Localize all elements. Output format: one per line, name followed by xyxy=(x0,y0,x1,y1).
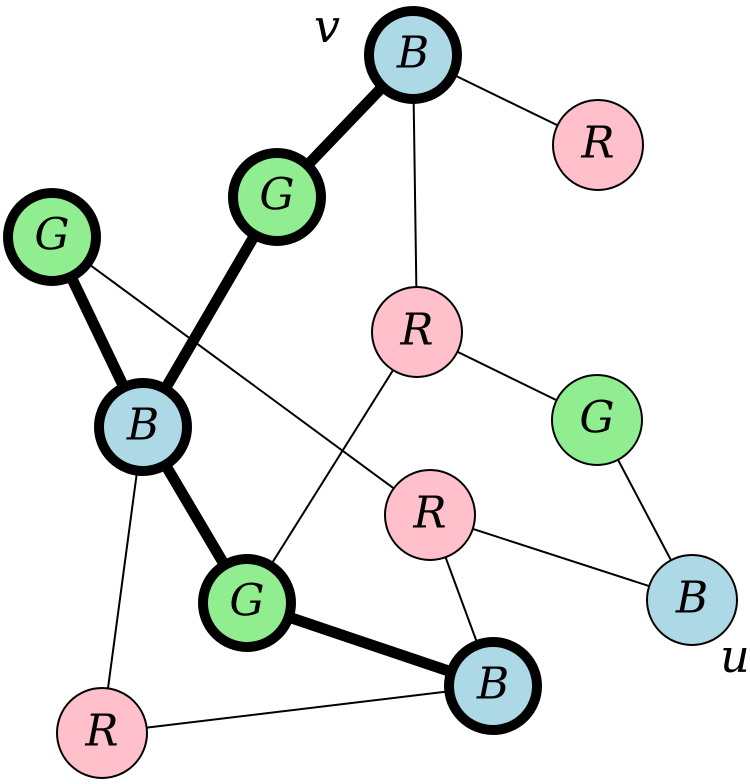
node-label: B xyxy=(675,573,708,624)
node-label: G xyxy=(259,170,294,221)
node-circle xyxy=(364,6,462,104)
graph-node-n5: R xyxy=(371,286,463,378)
node-circle xyxy=(56,687,148,779)
node-circle xyxy=(198,554,296,652)
node-circle xyxy=(552,99,644,191)
graph-node-n7: G xyxy=(551,374,643,466)
graph-node-n10: B xyxy=(646,554,738,646)
graph-node-n9: G xyxy=(198,554,296,652)
node-circle xyxy=(444,637,542,735)
node-label: G xyxy=(34,210,69,261)
node-circle xyxy=(384,469,476,561)
vertex-labels-layer: vu xyxy=(314,0,750,683)
node-label: R xyxy=(84,706,118,757)
node-circle xyxy=(94,378,192,476)
node-circle xyxy=(3,188,101,286)
graph-node-n6: B xyxy=(94,378,192,476)
node-label: R xyxy=(412,488,446,539)
node-label: R xyxy=(399,305,433,356)
edge-n4-n8 xyxy=(51,236,431,516)
graph-node-n4: G xyxy=(3,188,101,286)
node-circle xyxy=(228,148,326,246)
node-circle xyxy=(551,374,643,466)
node-label: B xyxy=(126,400,159,451)
node-label: R xyxy=(580,118,614,169)
nodes-layer: B R G G R B G R G B B R xyxy=(3,6,738,779)
graph-node-n3: G xyxy=(228,148,326,246)
graph-node-n8: R xyxy=(384,469,476,561)
vertex-label-u: u xyxy=(720,629,750,683)
edge-n12-n11 xyxy=(101,685,494,734)
graph-node-n11: B xyxy=(444,637,542,735)
node-label: B xyxy=(396,28,429,79)
vertex-label-v: v xyxy=(314,0,340,53)
edge-n5-n9 xyxy=(246,331,418,604)
graph-node-n1: B xyxy=(364,6,462,104)
graph-node-n12: R xyxy=(56,687,148,779)
graph-node-n2: R xyxy=(552,99,644,191)
node-label: G xyxy=(579,393,614,444)
node-circle xyxy=(371,286,463,378)
node-label: G xyxy=(229,576,264,627)
edge-n6-n12 xyxy=(101,426,144,734)
node-label: B xyxy=(476,659,509,710)
node-circle xyxy=(646,554,738,646)
